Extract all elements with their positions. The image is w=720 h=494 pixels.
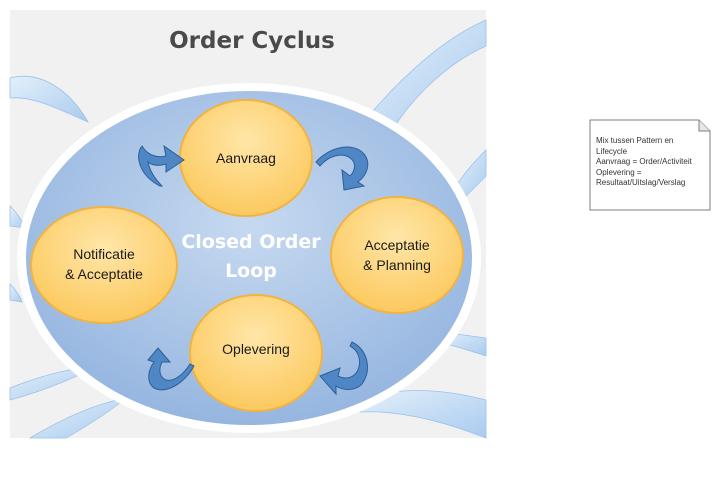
note-line: Oplevering = xyxy=(596,167,642,177)
sticky-note xyxy=(589,119,711,211)
decorative-petals xyxy=(9,19,487,439)
node-aanvraag: Aanvraag xyxy=(179,99,313,217)
note-line: Resultaat/Uitslag/Verslag xyxy=(596,178,686,187)
petal-left-mid2 xyxy=(9,283,23,303)
arrow-top-right xyxy=(315,146,369,191)
note-line: Lifecycle xyxy=(596,146,628,156)
cycle-arrows xyxy=(138,144,369,396)
petal-top-right xyxy=(371,19,487,125)
note-line: Aanvraag = Order/Activiteit xyxy=(596,157,692,166)
diagram-title: Order Cyclus xyxy=(169,28,335,54)
petal-top-left xyxy=(9,75,89,123)
node-notificatie-label-2: & Acceptatie xyxy=(65,266,143,282)
arrow-bottom-right xyxy=(319,341,368,396)
node-acceptatie-label-2: & Planning xyxy=(363,257,431,273)
arrow-bottom-left xyxy=(147,347,195,391)
note-text: Mix tussen Pattern en Lifecycle Aanvraag… xyxy=(596,136,708,189)
center-text-line1: Closed Order xyxy=(181,231,321,253)
center-text-line2: Loop xyxy=(225,260,277,282)
node-oplevering-label: Oplevering xyxy=(222,341,290,357)
node-notificatie-label-1: Notificatie xyxy=(73,246,135,262)
node-oplevering: Oplevering xyxy=(189,294,323,412)
node-notificatie-acceptatie: Notificatie & Acceptatie xyxy=(30,206,178,324)
node-aanvraag-label: Aanvraag xyxy=(216,150,276,166)
arrow-top-left xyxy=(138,144,185,187)
node-acceptatie-label-1: Acceptatie xyxy=(364,237,430,253)
node-acceptatie-planning: Acceptatie & Planning xyxy=(330,196,464,314)
note-line: Mix tussen Pattern en xyxy=(596,136,674,145)
